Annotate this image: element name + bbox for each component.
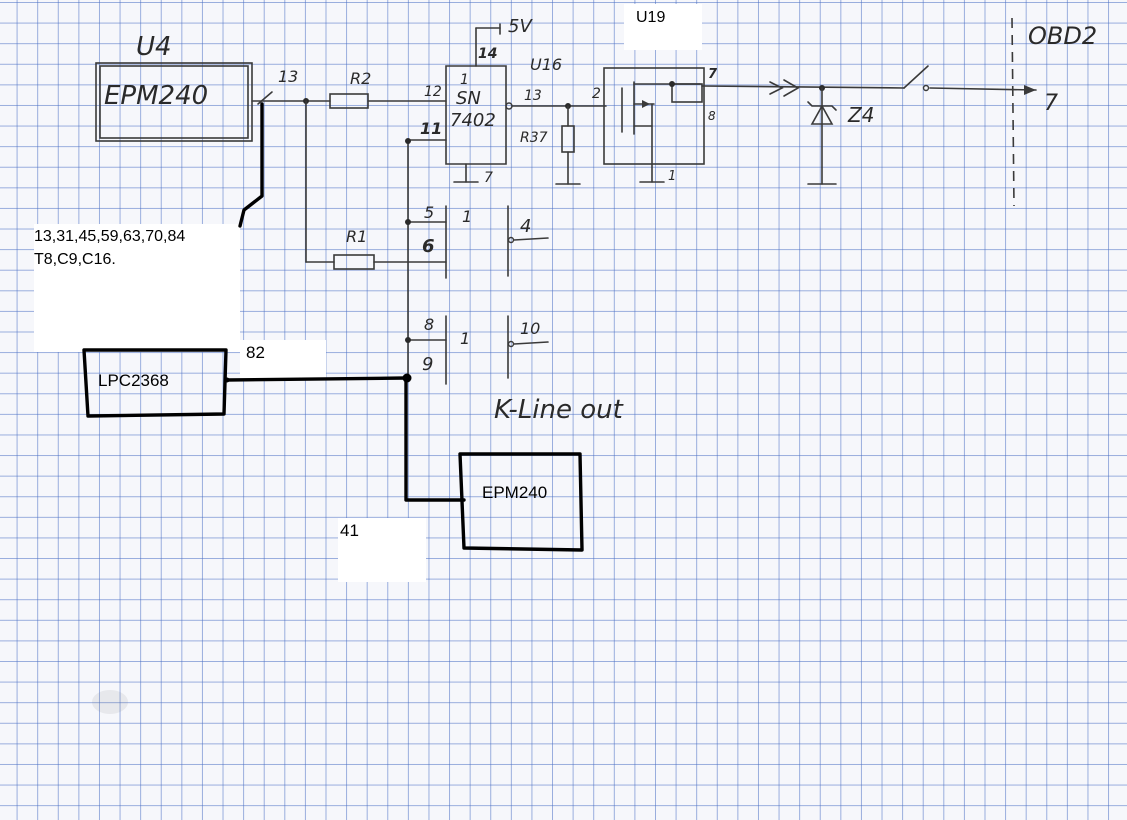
u16-output-bubble <box>505 102 513 110</box>
u4-epm240-box <box>95 62 253 142</box>
wire-lpc-to-gate-c <box>224 376 408 382</box>
epm240-bottom-label: EPM240 <box>482 483 547 502</box>
pins-list-line1: 13,31,45,59,63,70,84 <box>34 228 185 245</box>
u19-pin2-label: 2 <box>592 86 601 102</box>
u19-pin7-label: 7 <box>708 67 718 82</box>
u16-sn-label: SN <box>456 88 481 109</box>
r37-label: R37 <box>520 130 548 146</box>
wire-u19-to-z4 <box>701 85 905 89</box>
u4-part-label: EPM240 <box>104 81 208 111</box>
u19-title: U19 <box>636 9 665 26</box>
obd-arrow <box>1024 85 1036 95</box>
r2-label: R2 <box>350 69 371 88</box>
pins-list-line2: T8,C9,C16. <box>34 251 116 268</box>
gate-c-pin9-label: 9 <box>422 354 433 375</box>
u16-pin1-label: 1 <box>460 72 469 88</box>
u16-pin12-label: 12 <box>424 84 442 100</box>
r2-resistor <box>329 93 369 109</box>
wire-chevron <box>783 79 800 97</box>
u19-box <box>603 67 705 165</box>
epm240-bottom-box <box>458 452 584 552</box>
gate-c-pin8-label: 8 <box>424 315 434 334</box>
u4-epm240-inner <box>99 65 249 139</box>
u16-7402-label: 7402 <box>450 110 496 131</box>
u16-gate-a <box>445 65 507 165</box>
r1-resistor <box>333 254 375 270</box>
u4-label: U4 <box>136 32 172 62</box>
gate-b-pin4-label: 4 <box>520 216 531 237</box>
u16-pin7-label: 7 <box>484 170 493 186</box>
gate-b-bubble <box>507 236 515 244</box>
obd-pin7-label: 7 <box>1044 91 1058 116</box>
junction-lpc <box>224 377 230 383</box>
z4-label: Z4 <box>847 103 874 127</box>
gate-c-one-label: 1 <box>460 329 470 348</box>
z4-zener-bar <box>807 101 837 111</box>
paper-smudge <box>92 690 128 714</box>
junction-pin5 <box>405 219 411 225</box>
pin41-label: 41 <box>340 521 359 540</box>
bus-u4-to-pinlist <box>238 102 264 228</box>
u19-drain-dot <box>669 81 675 87</box>
u4-pin-tick <box>257 91 273 105</box>
kline-out-label: K-Line out <box>494 395 624 425</box>
switch-contact <box>922 84 930 92</box>
patch-82 <box>240 340 326 380</box>
r1-label: R1 <box>346 227 367 246</box>
gate-c-bubble <box>507 340 515 348</box>
wire-switch-to-obd <box>929 87 1037 91</box>
junction-pin8 <box>405 337 411 343</box>
patch-pins-list <box>34 224 240 352</box>
u16-pin13-label: 13 <box>524 88 542 104</box>
obd2-divider <box>1011 17 1015 207</box>
pin82-label: 82 <box>246 343 265 362</box>
u19-diode-box <box>671 83 703 103</box>
patch-41 <box>338 518 426 582</box>
gate-c-output <box>513 341 549 345</box>
u4-pin13-label: 13 <box>278 67 298 86</box>
z4-zener-body <box>810 104 834 125</box>
gate-c-pin10-label: 10 <box>520 319 540 338</box>
u16-pin14-label: 14 <box>478 46 497 62</box>
u19-body-arrow <box>642 100 650 108</box>
lpc2368-label: LPC2368 <box>98 371 169 390</box>
lpc2368-box <box>82 348 228 418</box>
switch-blade <box>903 65 929 89</box>
u16-label: U16 <box>530 55 562 74</box>
obd2-label: OBD2 <box>1028 22 1097 50</box>
u19-pin1-label: 1 <box>668 169 676 184</box>
wire-arrow-marker <box>769 81 784 95</box>
gate-b-output <box>513 237 549 241</box>
r37-resistor <box>561 125 575 153</box>
patch-u19 <box>624 4 702 50</box>
gate-b-pin6-label: 6 <box>422 236 435 257</box>
gate-b-one-label: 1 <box>462 207 472 226</box>
junction-pin11 <box>405 138 411 144</box>
u16-pin11-label: 11 <box>420 119 442 138</box>
gate-b-pin5-label: 5 <box>424 203 434 222</box>
u19-pin8-label: 8 <box>708 109 716 123</box>
wire-to-epm-bottom <box>404 376 466 502</box>
vcc-5v-label: 5V <box>508 16 533 37</box>
